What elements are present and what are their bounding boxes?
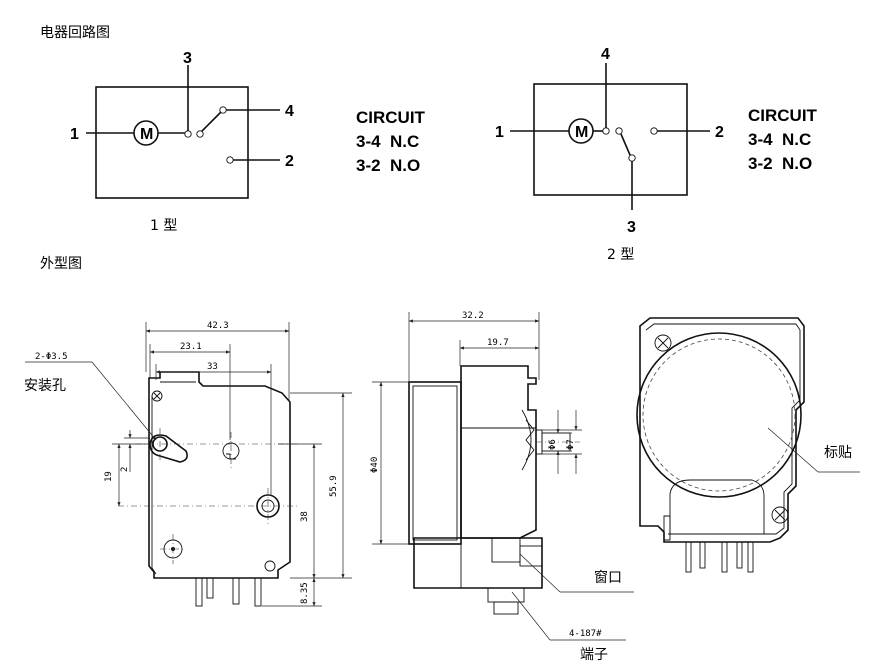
dim-phi-7: Φ7 [566, 439, 576, 450]
circuit-2-text-line-1: CIRCUIT [748, 106, 818, 125]
circuit-2-pin-2: 2 [715, 124, 724, 141]
dim-phi-40: Φ40 [370, 457, 380, 473]
callout-label-sticker: 标贴 [824, 445, 852, 461]
dim-38: 38 [300, 511, 310, 522]
circuit-1-pin-2: 2 [285, 153, 294, 170]
dim-phi-6: Φ6 [548, 439, 558, 450]
dim-8-35: 8.35 [300, 582, 310, 604]
circuit-2-text-line-3: 3-2 N.O [748, 154, 812, 173]
circuit-1-motor-symbol: M [140, 126, 153, 143]
circuit-1-pin-1: 1 [70, 126, 79, 143]
circuit-1-text-line-1: CIRCUIT [356, 108, 426, 127]
circuit-1-pin-3: 3 [183, 50, 192, 67]
dim-2-hole: 2-Φ3.5 [35, 352, 68, 362]
rear-view-drawing [636, 317, 860, 573]
circuit-section-title: 电器回路图 [40, 25, 110, 41]
circuit-2-text-line-2: 3-4 N.C [748, 130, 811, 149]
dim-55-9: 55.9 [329, 475, 339, 497]
dim-32-2: 32.2 [462, 311, 484, 321]
dim-2: 2 [120, 467, 130, 472]
circuit-2-type-label: 2 型 [607, 247, 634, 263]
side-view-drawing [372, 312, 634, 641]
callout-mounting-hole: 安装孔 [24, 378, 66, 394]
front-view-drawing [25, 322, 352, 607]
dim-19-7: 19.7 [487, 338, 509, 348]
circuit-1-type-label: 1 型 [150, 218, 177, 234]
dim-terminal-spec: 4-187# [569, 629, 602, 639]
callout-terminal: 端子 [580, 647, 608, 663]
circuit-2-motor-symbol: M [575, 124, 588, 141]
circuit-2-pin-4: 4 [601, 46, 610, 63]
circuit-1-text-line-3: 3-2 N.O [356, 156, 420, 175]
circuit-1-schematic [86, 65, 280, 199]
callout-window: 窗口 [594, 569, 622, 586]
circuit-2-schematic [510, 63, 710, 210]
circuit-2-pin-3: 3 [627, 219, 636, 236]
dim-33: 33 [207, 362, 218, 372]
outline-section-title: 外型图 [40, 256, 82, 272]
dim-42-3: 42.3 [207, 321, 229, 331]
circuit-1-text-line-2: 3-4 N.C [356, 132, 419, 151]
circuit-1-pin-4: 4 [285, 103, 294, 120]
dim-23-1: 23.1 [180, 342, 202, 352]
circuit-2-pin-1: 1 [495, 124, 504, 141]
dim-19: 19 [104, 471, 114, 482]
